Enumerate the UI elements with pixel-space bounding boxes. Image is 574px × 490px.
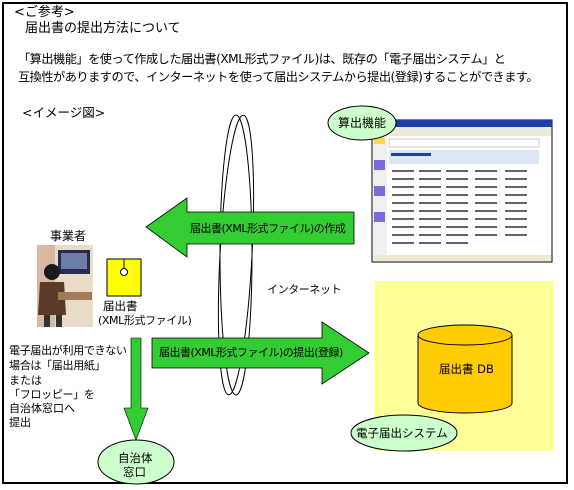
intro-line-1: 「算出機能」を使って作成した届出書(XML形式ファイル)は、既存の「電子届出シス… (18, 52, 506, 66)
alt-note-line-1: 電子届出が利用できない (9, 344, 127, 357)
notification-db (417, 324, 513, 414)
local-gov-arrow (123, 337, 149, 441)
local-gov-label-1: 自治体 (118, 451, 153, 465)
notification-file-label: 届出書 (103, 299, 138, 313)
calc-function-label: 算出機能 (338, 116, 387, 130)
local-gov-oval (97, 439, 175, 485)
submit-arrow (151, 321, 370, 385)
submit-arrow-label: 届出書(XML形式ファイル)の提出(登録) (159, 346, 343, 359)
alt-note-line-4: 「フロッピー」を (9, 388, 95, 401)
alt-note-line-3: または (9, 374, 42, 387)
reference-label: <ご参考> (14, 5, 75, 20)
calc-function-screenshot (371, 119, 553, 263)
business-person-picture (37, 245, 93, 327)
internet-cloud (217, 114, 255, 396)
alt-note-line-2: 場合は「届出用紙」 (9, 359, 106, 372)
alt-note-line-6: 提出 (9, 416, 31, 429)
notification-file-format: (XML形式ファイル) (98, 314, 192, 327)
xml-file-icon (106, 258, 142, 297)
local-gov-label-2: 窓口 (123, 465, 146, 479)
diagram-frame (2, 2, 568, 484)
business-label: 事業者 (50, 229, 87, 243)
create-arrow-label: 届出書(XML形式ファイル)の作成 (190, 222, 346, 235)
intro-line-2: 互換性がありますので、インターネットを使って届出システムから提出(登録)すること… (18, 70, 539, 84)
create-arrow (145, 197, 355, 258)
e-notification-system-oval (350, 414, 458, 452)
internet-label: インターネット (267, 283, 342, 296)
e-notification-system-label: 電子届出システム (356, 426, 448, 440)
db-label: 届出書 DB (439, 362, 494, 376)
calc-function-oval (327, 105, 397, 141)
image-label: <イメージ図> (22, 105, 106, 120)
topic-heading: 届出書の提出方法について (25, 21, 181, 36)
alt-note-line-5: 自治体窓口へ (9, 402, 75, 415)
